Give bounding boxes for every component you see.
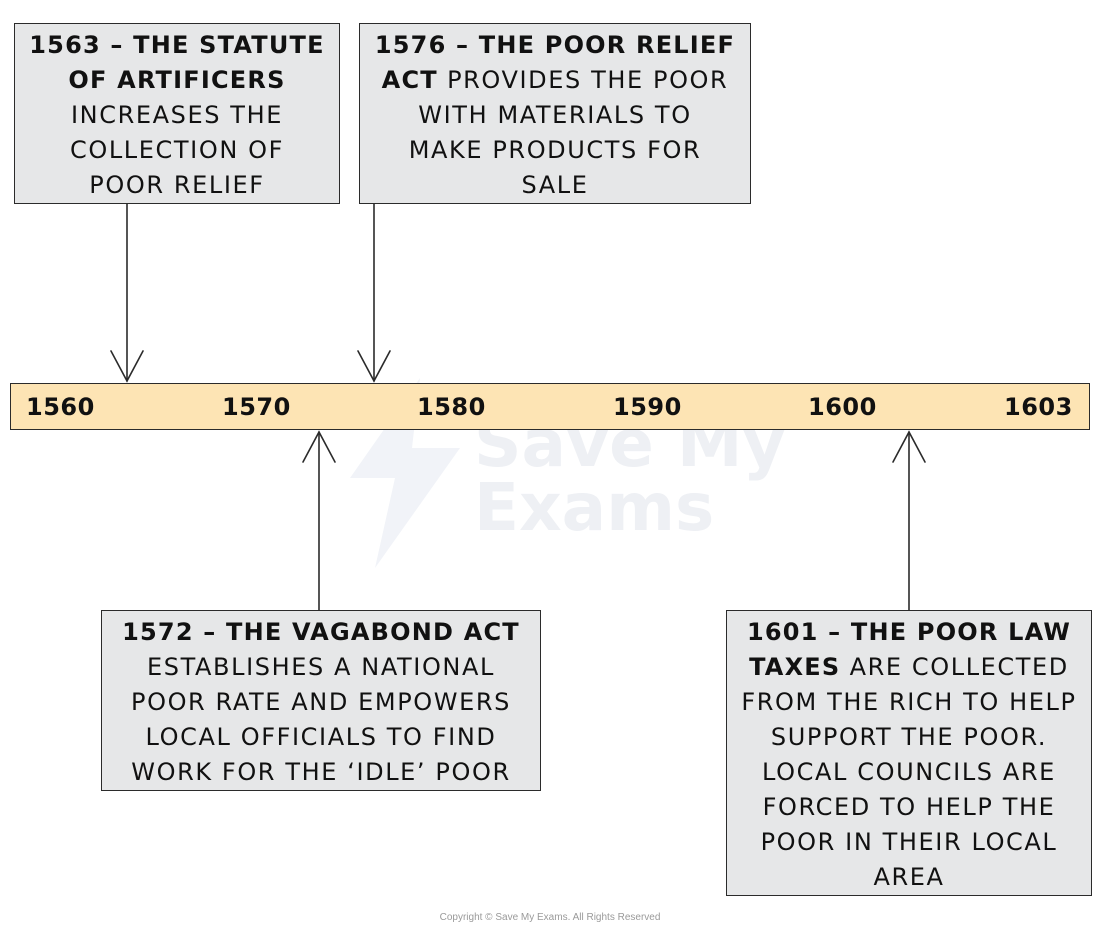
event-line-text: SALE <box>521 171 589 199</box>
arrow-1572 <box>302 430 336 611</box>
event-line: MAKE PRODUCTS FOR <box>360 133 750 168</box>
copyright-notice: Copyright © Save My Exams. All Rights Re… <box>439 912 661 923</box>
event-line-text: LOCAL COUNCILS ARE <box>762 758 1056 786</box>
event-line: INCREASES THE <box>15 98 339 133</box>
event-box-1601: 1601 – THE POOR LAW TAXES ARE COLLECTED FR… <box>726 610 1092 896</box>
event-line-text: PROVIDES THE POOR <box>437 66 729 94</box>
event-line-text: POOR RATE AND EMPOWERS <box>131 688 511 716</box>
event-line-text: POOR RELIEF <box>89 171 265 199</box>
event-line: OF ARTIFICERS <box>15 63 339 98</box>
event-line: FORCED TO HELP THE <box>727 790 1091 825</box>
event-box-1576: 1576 – THE POOR RELIEF ACT PROVIDES THE P… <box>359 23 751 204</box>
event-line-text: INCREASES THE <box>71 101 283 129</box>
year-label-1560: 1560 <box>26 393 95 421</box>
event-line: POOR RATE AND EMPOWERS <box>102 685 540 720</box>
event-line-text: LOCAL OFFICIALS TO FIND <box>145 723 497 751</box>
event-line-text: FORCED TO HELP THE <box>762 793 1056 821</box>
event-line-text: MAKE PRODUCTS FOR <box>408 136 702 164</box>
event-line-bold: 1572 – THE VAGABOND ACT <box>122 618 520 646</box>
year-label-1603: 1603 <box>1004 393 1073 421</box>
event-line: POOR RELIEF <box>15 168 339 203</box>
event-line: FROM THE RICH TO HELP <box>727 685 1091 720</box>
event-line-text: WITH MATERIALS TO <box>418 101 692 129</box>
event-line: LOCAL COUNCILS ARE <box>727 755 1091 790</box>
event-line: 1576 – THE POOR RELIEF <box>360 28 750 63</box>
event-line-bold: ACT <box>381 66 438 94</box>
event-line: TAXES ARE COLLECTED <box>727 650 1091 685</box>
event-line-bold: 1576 – THE POOR RELIEF <box>374 31 736 59</box>
event-line: COLLECTION OF <box>15 133 339 168</box>
event-line-text: ARE COLLECTED <box>840 653 1069 681</box>
event-line: SALE <box>360 168 750 203</box>
event-line: LOCAL OFFICIALS TO FIND <box>102 720 540 755</box>
year-label-1580: 1580 <box>417 393 486 421</box>
event-line: WORK FOR THE ‘IDLE’ POOR <box>102 755 540 790</box>
year-label-1570: 1570 <box>222 393 291 421</box>
event-line-text: WORK FOR THE ‘IDLE’ POOR <box>131 758 511 786</box>
event-line: POOR IN THEIR LOCAL <box>727 825 1091 860</box>
arrow-1601 <box>892 430 926 611</box>
event-line-text: POOR IN THEIR LOCAL <box>760 828 1058 856</box>
arrow-1576 <box>357 203 391 383</box>
event-line: 1601 – THE POOR LAW <box>727 615 1091 650</box>
event-line-text: COLLECTION OF <box>69 136 285 164</box>
watermark: Save My Exams <box>474 411 786 546</box>
event-line-text: ESTABLISHES A NATIONAL <box>147 653 495 681</box>
arrow-1563 <box>110 203 144 383</box>
event-line: SUPPORT THE POOR. <box>727 720 1091 755</box>
timeline-bar <box>10 383 1090 430</box>
year-label-1590: 1590 <box>613 393 682 421</box>
event-box-1563: 1563 – THE STATUTE OF ARTIFICERS INCREASES… <box>14 23 340 204</box>
event-line: 1572 – THE VAGABOND ACT <box>102 615 540 650</box>
event-line-bold: OF ARTIFICERS <box>68 66 286 94</box>
event-line-text: SUPPORT THE POOR. <box>770 723 1048 751</box>
event-line-bold: 1601 – THE POOR LAW <box>746 618 1071 646</box>
event-line-text: FROM THE RICH TO HELP <box>741 688 1077 716</box>
event-line: WITH MATERIALS TO <box>360 98 750 133</box>
event-line: ACT PROVIDES THE POOR <box>360 63 750 98</box>
event-line: ESTABLISHES A NATIONAL <box>102 650 540 685</box>
event-line-bold: TAXES <box>749 653 841 681</box>
event-line-bold: 1563 – THE STATUTE <box>29 31 325 59</box>
year-label-1600: 1600 <box>808 393 877 421</box>
event-line: AREA <box>727 860 1091 895</box>
event-box-1572: 1572 – THE VAGABOND ACT ESTABLISHES A NAT… <box>101 610 541 791</box>
event-line: 1563 – THE STATUTE <box>15 28 339 63</box>
event-line-text: AREA <box>873 863 945 891</box>
watermark-line2: Exams <box>474 469 715 546</box>
watermark-bolt-icon <box>350 378 460 568</box>
